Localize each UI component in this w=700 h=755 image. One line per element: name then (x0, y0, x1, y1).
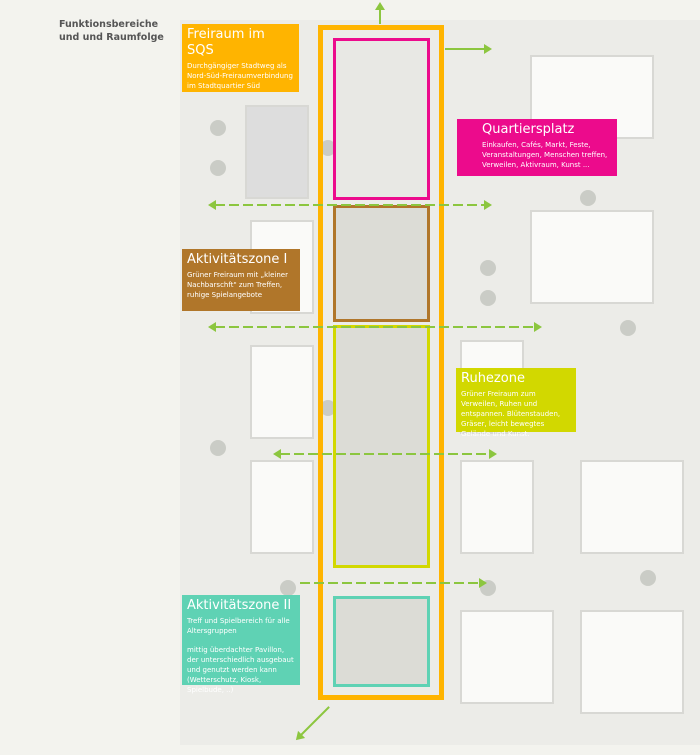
freiraum-label: Freiraum im SQS Durchgängiger Stadtweg a… (182, 24, 299, 92)
tree (640, 570, 656, 586)
quartiersplatz-text: Einkaufen, Cafés, Markt, Feste, Veransta… (482, 141, 608, 169)
tree (580, 190, 596, 206)
park-area-ruhezone (335, 327, 428, 566)
ruhezone-text: Grüner Freiraum zum Verweilen, Ruhen und… (461, 390, 561, 438)
connection-arrow (273, 449, 497, 459)
aktivitaet2-frame (333, 596, 430, 687)
aktivitaet2-heading: Aktivitätszone II (187, 598, 292, 613)
aktivitaet2-label: Aktivitätszone II Treff und Spielbereich… (182, 595, 300, 694)
tree (620, 320, 636, 336)
tree (320, 400, 336, 416)
building (530, 210, 654, 304)
aktivitaet1-frame (333, 205, 430, 322)
tree (210, 120, 226, 136)
ruhezone-label: Ruhezone Grüner Freiraum zum Verweilen, … (456, 368, 576, 438)
tree (480, 290, 496, 306)
building (460, 610, 554, 704)
building (250, 460, 314, 554)
aktivitaet1-heading: Aktivitätszone I (187, 252, 288, 267)
connection-arrow (208, 200, 492, 210)
north-arrow (375, 2, 385, 24)
ruhezone-heading: Ruhezone (461, 371, 525, 386)
building (250, 345, 314, 439)
aktivitaet1-text: Grüner Freiraum mit „kleiner Nachbarschf… (187, 271, 288, 299)
tree (480, 260, 496, 276)
tree (210, 160, 226, 176)
freiraum-frame (318, 25, 444, 700)
aktivitaet1-label: Aktivitätszone I Grüner Freiraum mit „kl… (182, 249, 300, 311)
freiraum-heading: Freiraum im SQS (187, 27, 265, 58)
tree (210, 440, 226, 456)
aktivitaet2-text2: mittig überdachter Pavillon, der untersc… (187, 646, 294, 694)
connection-arrow (445, 44, 492, 54)
tree (280, 580, 296, 596)
connection-arrow (208, 322, 542, 332)
park-area-aktivitaet1 (335, 207, 428, 320)
connection-arrow (300, 578, 487, 588)
park-area-aktivitaet2 (335, 598, 428, 685)
building (580, 610, 684, 714)
building (580, 460, 684, 554)
quartiersplatz-heading: Quartiersplatz (482, 122, 575, 137)
quartiersplatz-label: Quartiersplatz Einkaufen, Cafés, Markt, … (457, 119, 617, 176)
building (245, 105, 309, 199)
aktivitaet2-text: Treff und Spielbereich für alle Altersgr… (187, 617, 290, 635)
park-area-quartiersplatz (335, 40, 428, 198)
ruhezone-frame (333, 325, 430, 568)
quartiersplatz-frame (333, 38, 430, 200)
building (460, 460, 534, 554)
page-title: Funktionsbereiche und und Raumfolge (59, 19, 164, 43)
tree (320, 140, 336, 156)
freiraum-text: Durchgängiger Stadtweg als Nord-Süd-Frei… (187, 62, 293, 90)
